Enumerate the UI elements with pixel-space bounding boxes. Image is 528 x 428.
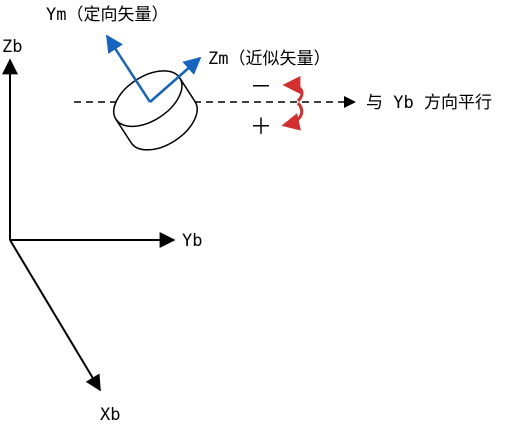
tool-z-label: Zm（近似矢量） xyxy=(208,49,330,69)
minus-sign: － xyxy=(250,75,272,100)
tool-y-label: Ym（定向矢量） xyxy=(46,5,168,25)
rotation-plus-icon xyxy=(281,102,304,131)
base-y-label: Yb xyxy=(182,231,202,251)
plus-sign: ＋ xyxy=(250,115,272,140)
rotation-minus-icon xyxy=(282,76,304,103)
parallel-arrowhead xyxy=(344,96,356,108)
tool-z-vector xyxy=(149,56,202,103)
base-z-label: Zb xyxy=(2,37,22,57)
base-x-axis xyxy=(9,239,101,392)
base-x-label: Xb xyxy=(100,405,120,425)
tool-cylinder xyxy=(113,70,198,151)
tool-y-vector xyxy=(105,34,152,103)
parallel-note: 与 Yb 方向平行 xyxy=(366,93,492,113)
